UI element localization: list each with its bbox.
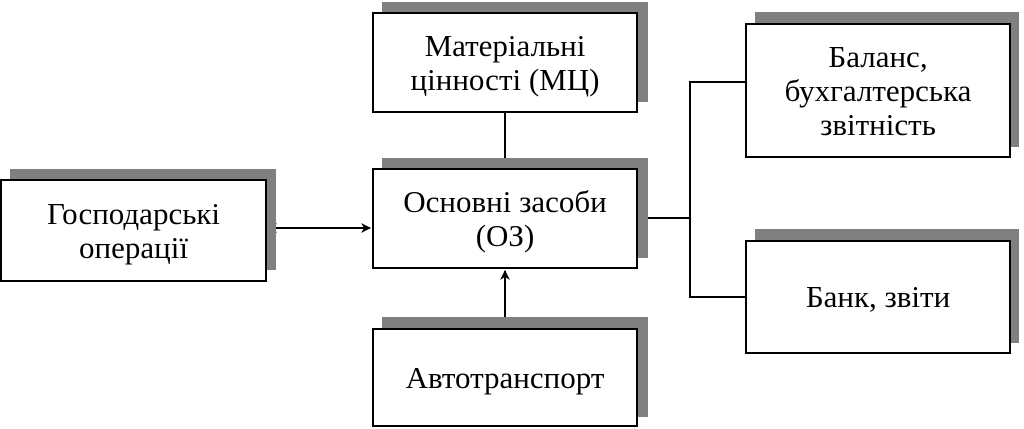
- fixed-assets-label: Основні засоби (ОЗ): [403, 183, 607, 253]
- bank-label: Банк, звіти: [805, 279, 951, 314]
- business-ops-box: Господарські операції: [0, 179, 267, 282]
- transport-label: Автотранспорт: [405, 359, 605, 395]
- fixed-assets-box: Основні засоби (ОЗ): [372, 168, 638, 269]
- business-ops-label: Господарські операції: [46, 195, 221, 265]
- materials-label: Матеріальні цінності (МЦ): [410, 27, 600, 97]
- edge-to-bank: [689, 218, 745, 298]
- bank-box: Банк, звіти: [745, 240, 1011, 354]
- edge-to-balance: [689, 81, 745, 218]
- materials-box: Матеріальні цінності (МЦ): [372, 12, 638, 113]
- balance-box: Баланс, бухгалтерська звітність: [745, 23, 1011, 158]
- balance-label: Баланс, бухгалтерська звітність: [784, 38, 972, 142]
- transport-box: Автотранспорт: [372, 328, 638, 427]
